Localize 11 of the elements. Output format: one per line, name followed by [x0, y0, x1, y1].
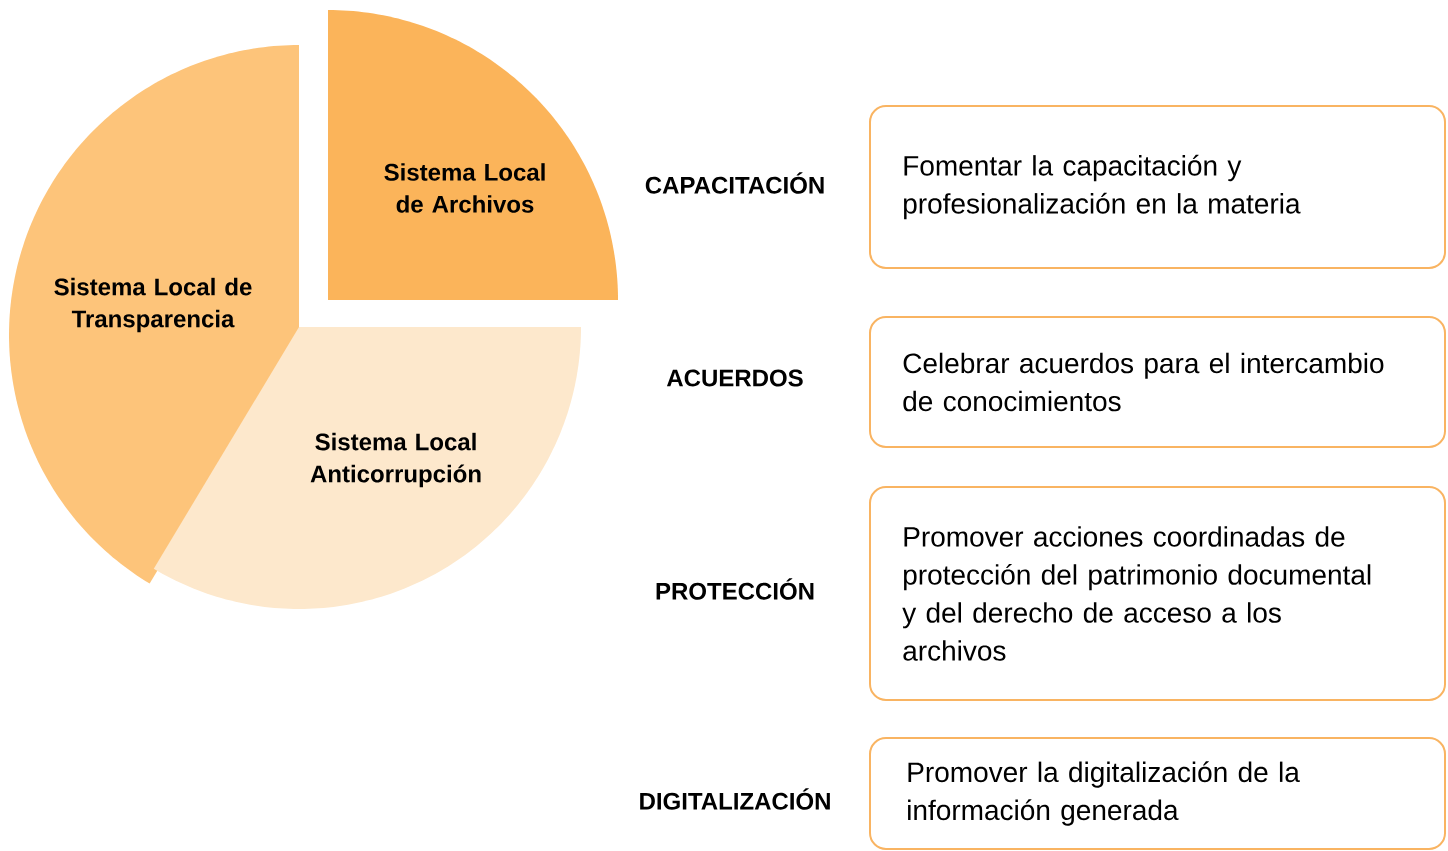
heading: DIGITALIZACIÓN	[640, 788, 830, 810]
text-box: Celebrar acuerdos para el intercambio de conocimientos	[869, 316, 1446, 448]
heading: PROTECCIÓN	[656, 578, 814, 600]
pie-sector: Sistema Local de Transparencia	[9, 45, 299, 584]
heading: CAPACITACIÓN	[645, 172, 824, 194]
text-box: Promover la digitalización de la información generada	[869, 737, 1446, 850]
heading: ACUERDOS	[666, 369, 803, 387]
text-box: Fomentar la capacitación y profesionalización en la materia	[869, 105, 1446, 269]
pie-sector: Sistema Local Anticorrupción	[153, 327, 581, 609]
pie-sector: Sistema Local de Archivos	[328, 10, 618, 300]
text-box: Promover acciones coordinadas de protección del patrimonio documental y del derecho de acceso a los archivos	[869, 486, 1446, 701]
